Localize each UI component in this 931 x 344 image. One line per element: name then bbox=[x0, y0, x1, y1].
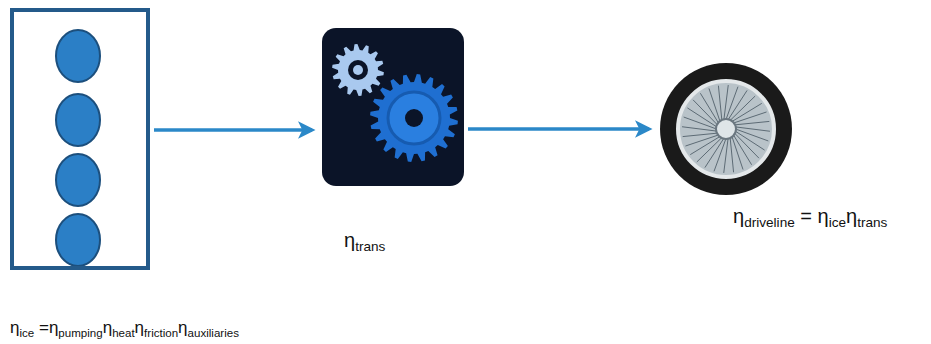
cylinder bbox=[56, 214, 100, 266]
engine-block: ηice =ηpumpingηheatηfrictionηauxiliaries bbox=[10, 8, 150, 270]
engine-block-art bbox=[14, 12, 146, 266]
flow-arrow bbox=[468, 127, 649, 131]
spoke bbox=[700, 93, 720, 126]
cylinder bbox=[56, 94, 100, 146]
spoke bbox=[682, 127, 721, 132]
transmission-icon: ηtrans bbox=[322, 28, 464, 186]
efficiency-label: ηdriveline = ηiceηtrans bbox=[733, 204, 887, 232]
wheel-icon-art bbox=[659, 58, 793, 200]
efficiency-formula: ηice =ηpumpingηheatηfrictionηauxiliaries bbox=[10, 318, 239, 341]
gear-axle bbox=[353, 65, 363, 75]
subscript: auxiliaries bbox=[188, 327, 239, 339]
subscript: trans bbox=[355, 239, 385, 254]
gear-hub bbox=[405, 109, 423, 127]
flow-arrow bbox=[154, 128, 312, 132]
spoke bbox=[718, 86, 722, 125]
spoke bbox=[731, 132, 751, 165]
spoke bbox=[725, 87, 738, 123]
spoke bbox=[714, 135, 727, 171]
rim bbox=[678, 81, 774, 177]
subscript: ice bbox=[829, 215, 846, 230]
spoke bbox=[723, 85, 728, 124]
cylinder bbox=[56, 154, 100, 206]
subscript: trans bbox=[857, 215, 887, 230]
wheel-icon: ηdriveline = ηiceηtrans bbox=[659, 58, 793, 200]
spoke bbox=[731, 121, 770, 125]
transmission-icon-art bbox=[322, 28, 464, 186]
subscript: friction bbox=[144, 327, 178, 339]
gear-hub bbox=[348, 60, 368, 80]
spoke bbox=[731, 126, 770, 131]
spoke bbox=[729, 103, 762, 123]
hub bbox=[716, 119, 736, 139]
spoke bbox=[684, 117, 720, 130]
subscript: ice bbox=[19, 327, 34, 339]
icon-background bbox=[322, 28, 464, 186]
spoke bbox=[690, 134, 723, 154]
subscript: heat bbox=[112, 327, 134, 339]
large-gear bbox=[370, 74, 458, 162]
spoke bbox=[683, 133, 722, 137]
gear-face bbox=[388, 92, 440, 144]
subscript: driveline bbox=[744, 215, 795, 230]
cylinder bbox=[56, 30, 100, 82]
spoke bbox=[730, 134, 734, 173]
tire bbox=[660, 63, 792, 195]
spoke bbox=[732, 128, 768, 141]
spoke bbox=[724, 134, 729, 173]
small-gear bbox=[332, 44, 384, 96]
efficiency-label: ηtrans bbox=[344, 228, 385, 256]
subscript: pumping bbox=[58, 327, 102, 339]
